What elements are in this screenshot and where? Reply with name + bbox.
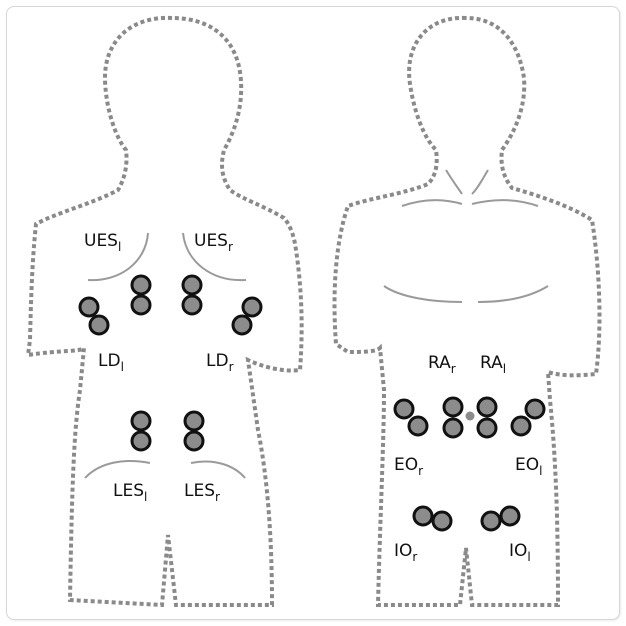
label-les-r: LESr: [184, 481, 220, 504]
electrode: [183, 276, 201, 294]
clavicle-right: [472, 200, 538, 206]
front-body-outline: [335, 18, 600, 605]
electrode: [526, 400, 544, 418]
clavicle-left: [402, 200, 462, 206]
reference-electrode-dot: [466, 412, 475, 421]
electrodes-ues-l: [132, 276, 150, 314]
electrode: [409, 417, 427, 435]
electrodes-ra-l: [478, 398, 496, 437]
electrode: [90, 316, 108, 334]
front-view: RAr RAl EOr EOl IOr IOl: [335, 18, 600, 605]
label-ra-r: RAr: [428, 353, 456, 376]
electrode: [243, 298, 261, 316]
electrodes-les-r: [185, 412, 203, 450]
electrode: [501, 507, 519, 525]
label-ues-l: UESl: [84, 231, 121, 254]
electrodes-eo-r: [395, 400, 427, 435]
electrode: [444, 419, 462, 437]
label-eo-l: EOl: [515, 455, 542, 478]
electrode: [482, 512, 500, 530]
electrode: [185, 432, 203, 450]
electrode: [478, 398, 496, 416]
label-io-r: IOr: [394, 541, 417, 564]
les-l-curve: [85, 461, 150, 478]
electrodes-ra-r: [444, 398, 462, 437]
les-r-curve: [191, 461, 245, 478]
neck-line-right: [472, 170, 488, 194]
electrode: [233, 316, 251, 334]
back-view: UESl UESr LDl LDr LESl LESr: [28, 18, 302, 605]
electrode: [512, 417, 530, 435]
electrodes-les-l: [132, 412, 150, 450]
electrode: [183, 296, 201, 314]
chest-line-left: [384, 286, 462, 302]
electrode: [132, 296, 150, 314]
electrode: [444, 398, 462, 416]
electrode: [185, 412, 203, 430]
electrodes-ues-r: [183, 276, 201, 314]
label-eo-r: EOr: [394, 455, 423, 478]
electrode: [132, 276, 150, 294]
neck-line-left: [446, 170, 462, 194]
electrode: [433, 512, 451, 530]
electrodes-ld-l: [80, 298, 108, 334]
electrodes-eo-l: [512, 400, 544, 435]
label-les-l: LESl: [113, 481, 147, 504]
label-ra-l: RAl: [480, 353, 506, 376]
electrode: [132, 432, 150, 450]
electrode: [395, 400, 413, 418]
electrodes-io-l: [482, 507, 519, 530]
label-ues-r: UESr: [194, 231, 233, 254]
electrode: [80, 298, 98, 316]
electrodes-ld-r: [233, 298, 261, 334]
label-ld-l: LDl: [98, 351, 124, 374]
chest-line-right: [478, 286, 548, 302]
electrode: [132, 412, 150, 430]
label-ld-r: LDr: [206, 351, 234, 374]
electrode: [414, 507, 432, 525]
label-io-l: IOl: [509, 541, 531, 564]
electrode: [478, 419, 496, 437]
electrodes-io-r: [414, 507, 451, 530]
